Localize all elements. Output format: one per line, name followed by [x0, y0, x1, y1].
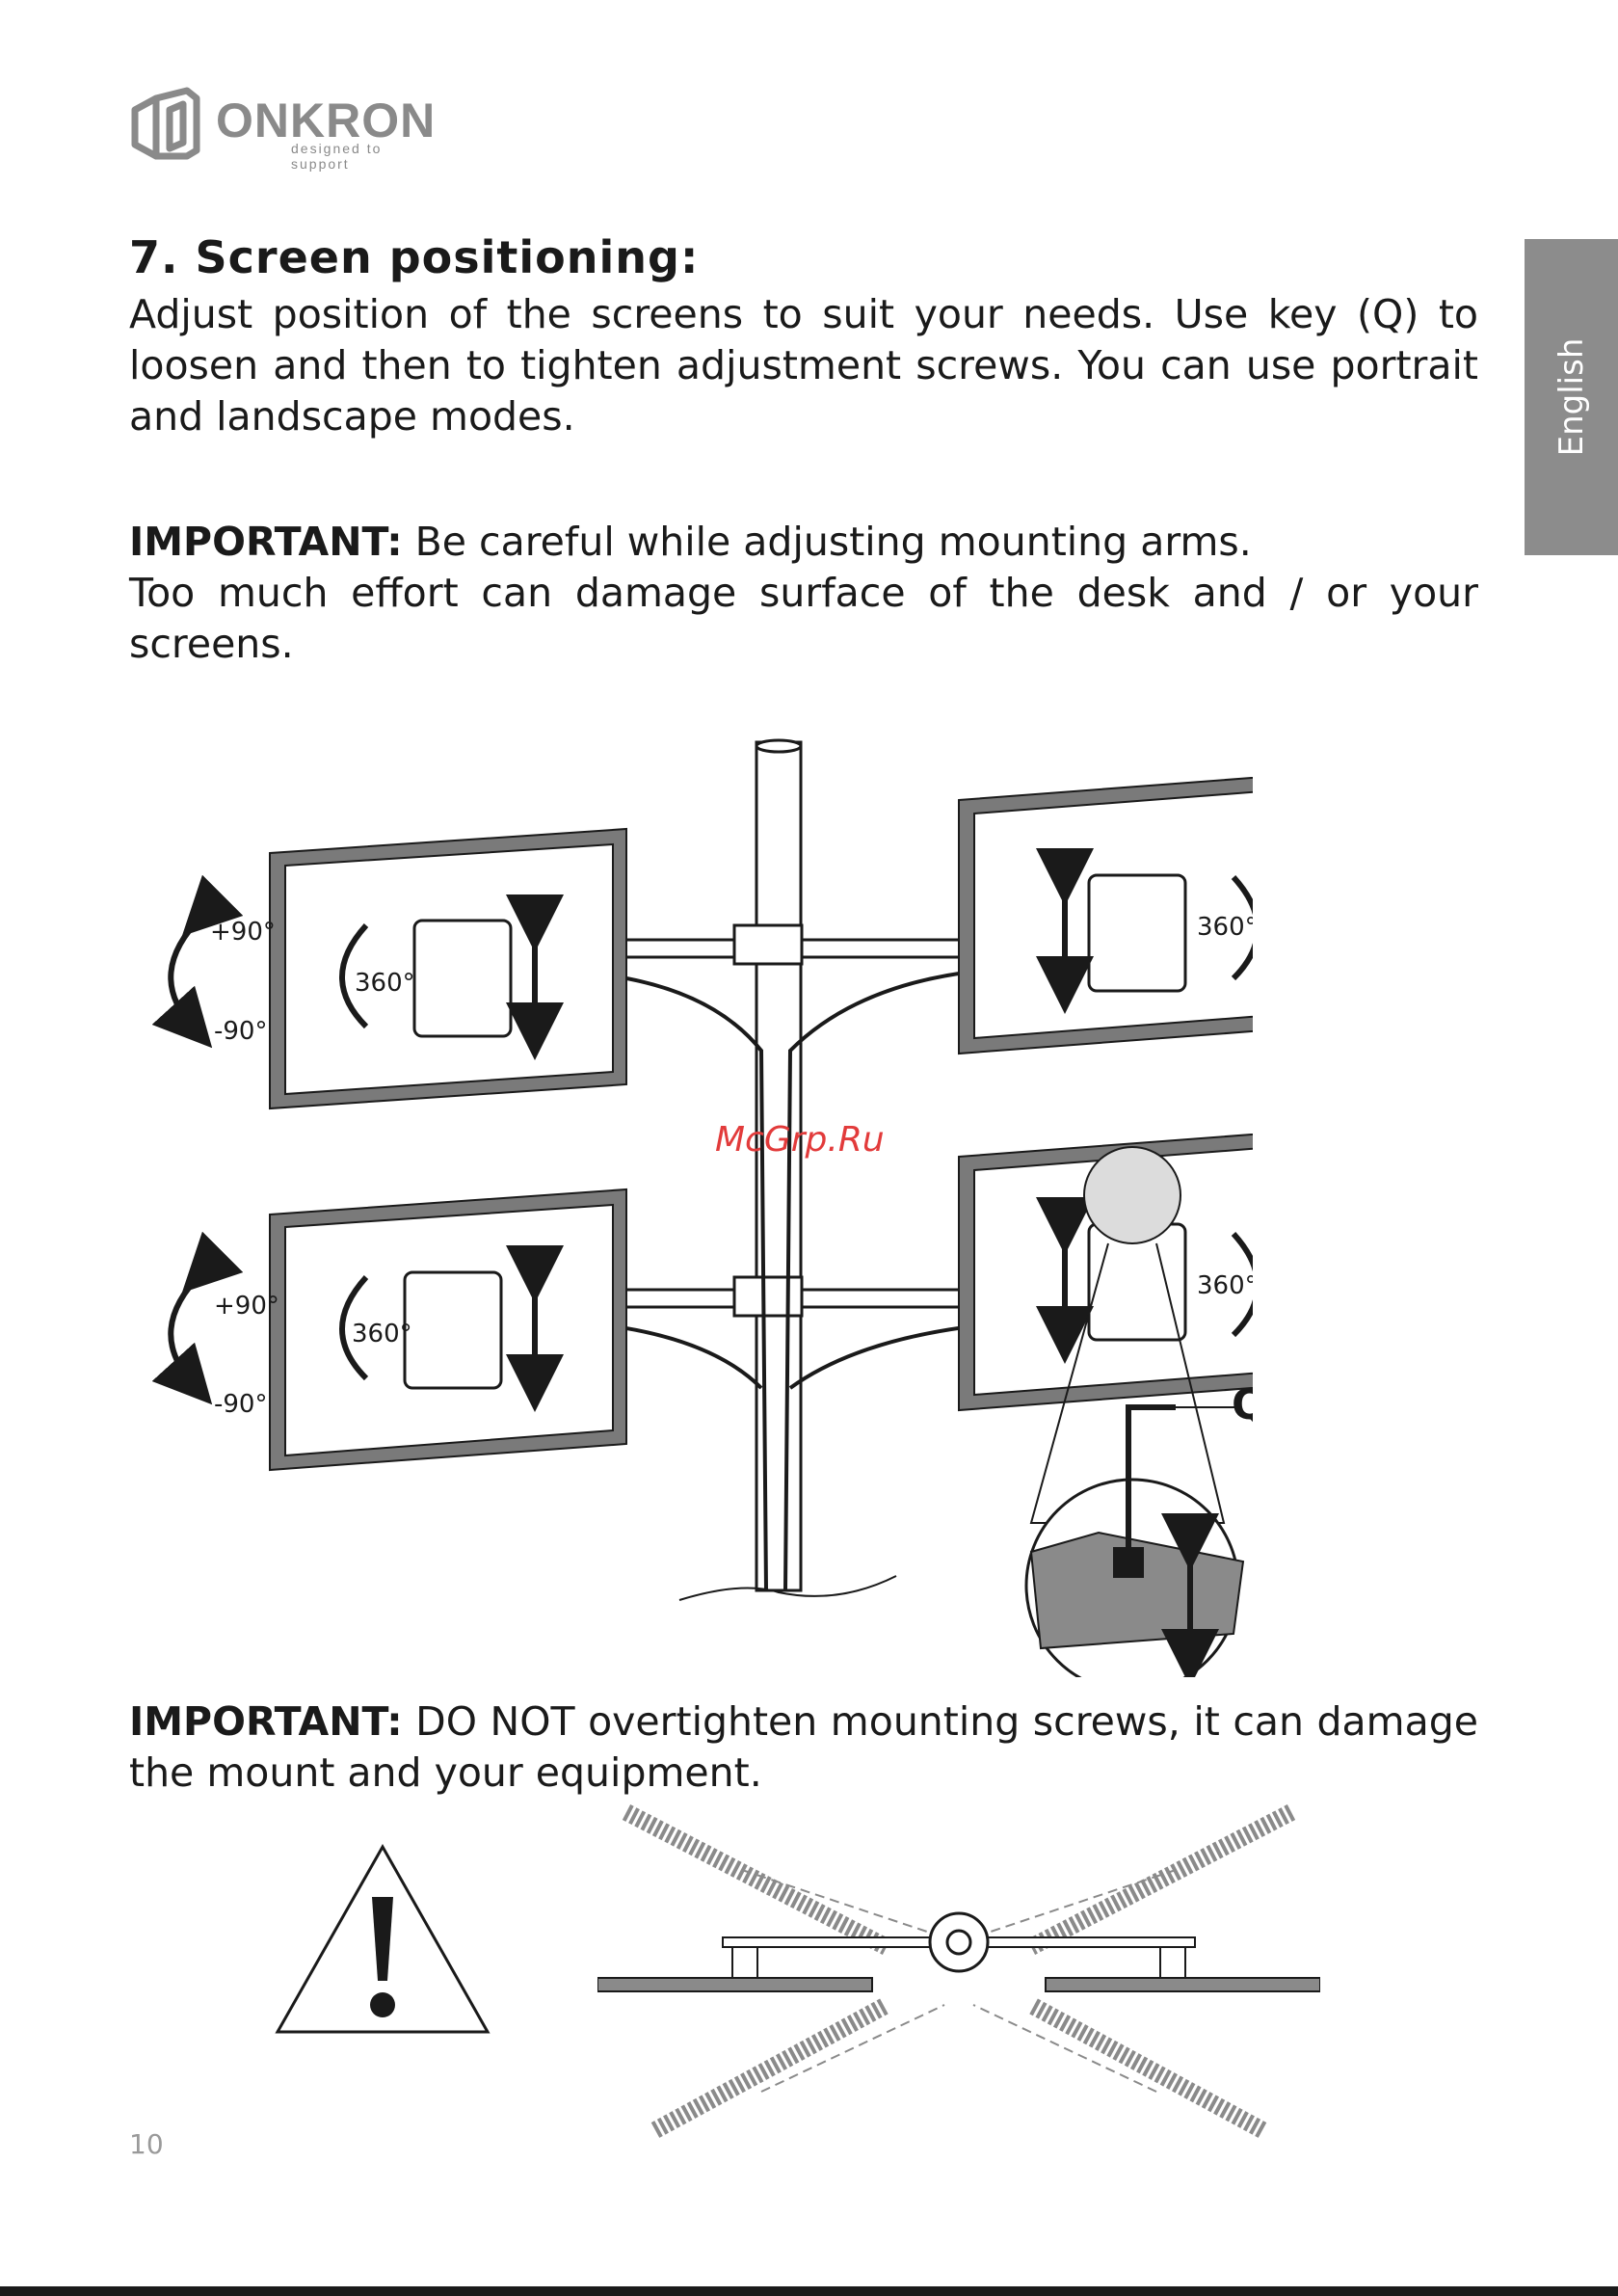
- important-label: IMPORTANT:: [129, 519, 403, 565]
- language-tab[interactable]: English: [1525, 239, 1618, 555]
- onkron-logo: ONKRON designed to support: [127, 83, 445, 172]
- label-360-bl: 360°: [352, 1320, 412, 1348]
- left-screen-edge: [597, 1977, 873, 1992]
- important-note-1: IMPORTANT: Be careful while adjusting mo…: [129, 517, 1478, 670]
- label-minus90-bl: -90°: [214, 1390, 267, 1419]
- important-note-2: IMPORTANT: DO NOT overtighten mounting s…: [129, 1696, 1478, 1799]
- monitor-top-right: [958, 776, 1253, 1055]
- section-title: 7. Screen positioning:: [129, 231, 700, 283]
- logo-mark-icon: [131, 87, 200, 160]
- logo-wordmark: ONKRON: [216, 93, 437, 147]
- right-screen-edge: [1045, 1977, 1320, 1992]
- monitor-top-left: [269, 827, 627, 1110]
- important-text-line2: Too much effort can damage surface of th…: [129, 570, 1478, 667]
- arm-swing-diagram: [597, 1804, 1320, 2138]
- important-label-2: IMPORTANT:: [129, 1698, 403, 1745]
- label-key-q: Q: [1232, 1380, 1253, 1429]
- bottom-rule: [0, 2286, 1618, 2296]
- monitor-bottom-left: [269, 1188, 627, 1472]
- logo-tagline: designed to support: [291, 141, 383, 172]
- page-number: 10: [129, 2128, 164, 2160]
- label-360-tr: 360°: [1197, 913, 1253, 942]
- label-plus90-bl: +90°: [214, 1292, 279, 1321]
- screw-zoom-callout: [1024, 1242, 1245, 1677]
- intro-paragraph: Adjust position of the screens to suit y…: [129, 291, 1478, 440]
- monitor-bottom-right: [958, 1133, 1253, 1412]
- rotation-arrows: [151, 874, 1253, 1405]
- watermark: McGrp.Ru: [715, 1120, 885, 1160]
- label-360-br: 360°: [1197, 1271, 1253, 1300]
- language-tab-label: English: [1552, 337, 1591, 457]
- label-360-tl: 360°: [355, 969, 415, 998]
- label-plus90-tl: +90°: [210, 918, 276, 947]
- alt-positions: [622, 1804, 1296, 2138]
- quad-monitor-diagram: +90° -90° 360° +90° -90° 360° +90° -90° …: [151, 738, 1253, 1677]
- important-text-line1: Be careful while adjusting mounting arms…: [402, 519, 1252, 565]
- warning-triangle-icon: [275, 1843, 491, 2034]
- label-minus90-tl: -90°: [214, 1017, 267, 1046]
- important-text-2: DO NOT overtighten mounting screws, it c…: [129, 1698, 1478, 1796]
